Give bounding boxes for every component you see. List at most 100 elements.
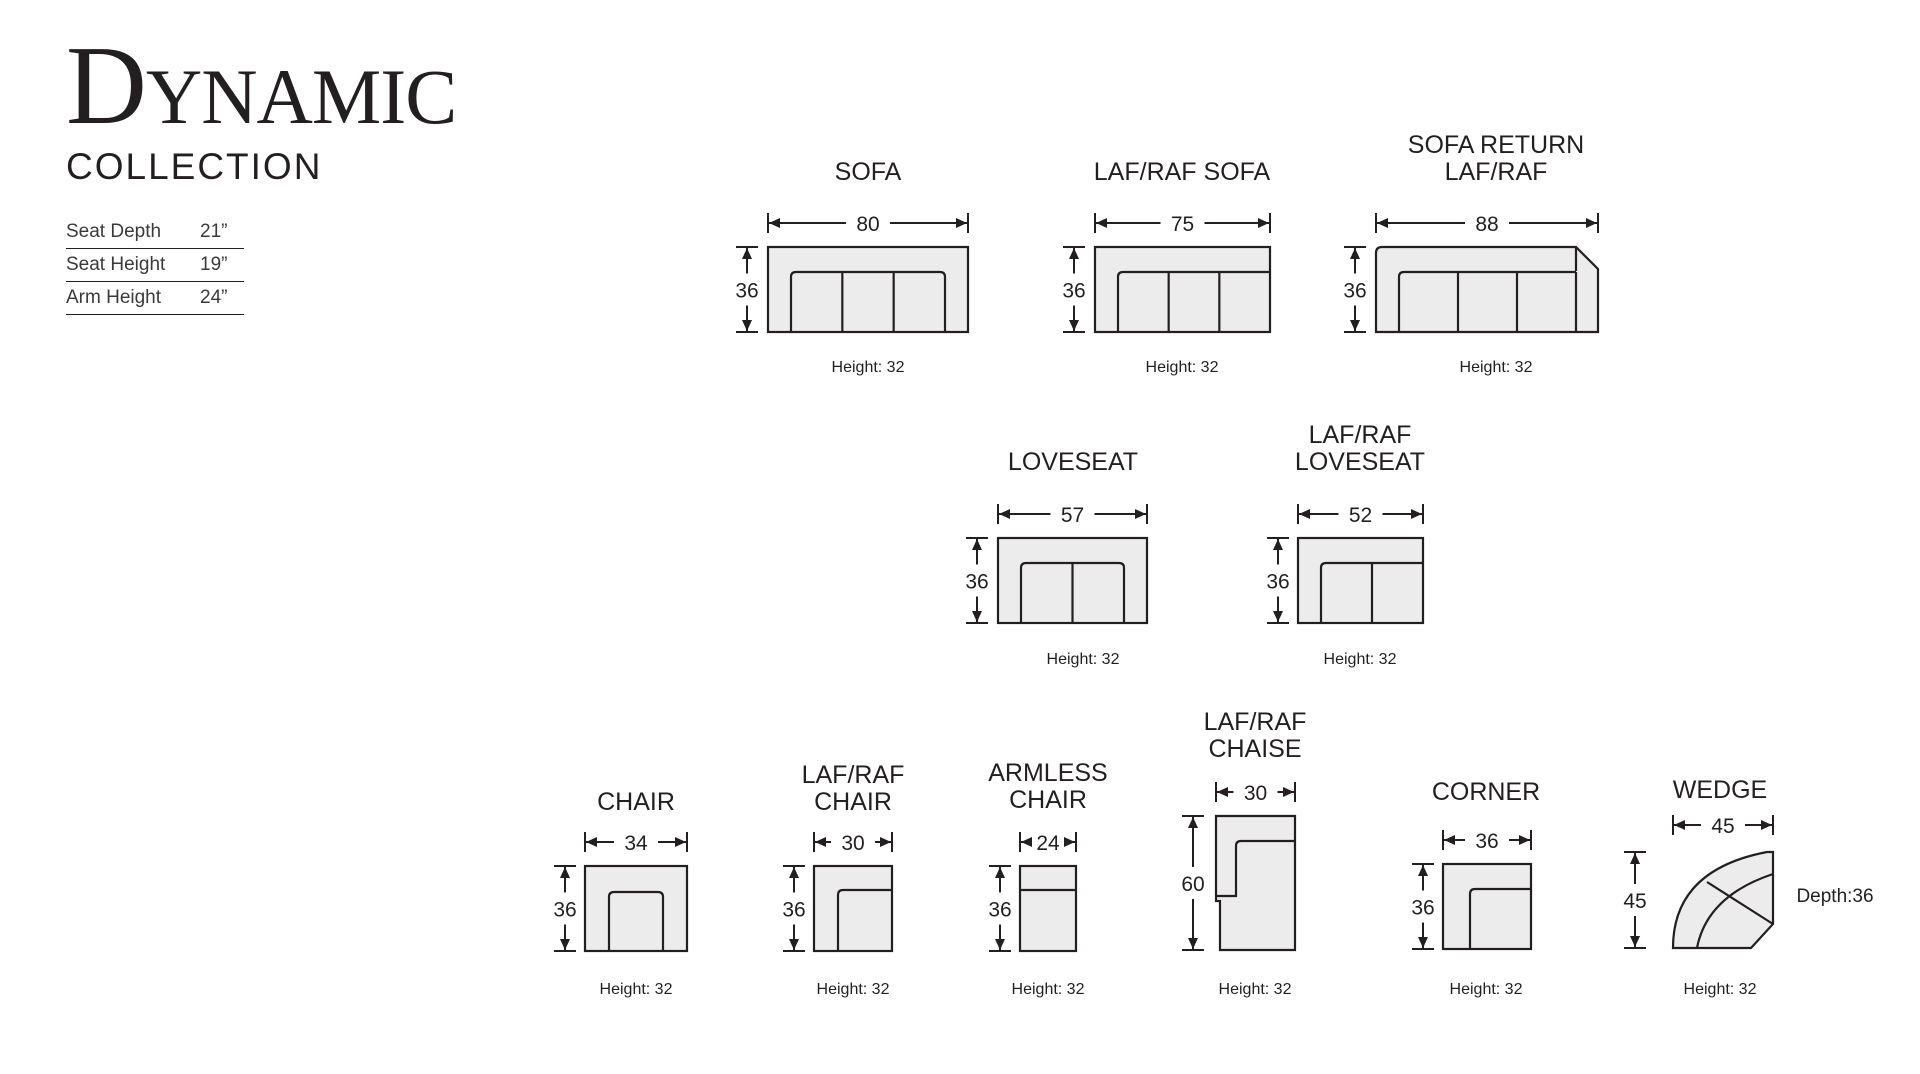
seat-back-line — [836, 888, 892, 951]
height-label: Height: 32 — [600, 981, 673, 998]
arrow-head — [742, 248, 752, 259]
arrow-head — [1418, 865, 1428, 876]
seat-back-line — [1319, 561, 1423, 623]
arrow-head — [972, 539, 982, 550]
piece-title: CHAIR — [814, 788, 892, 816]
piece-title: LAF/RAF — [802, 761, 905, 789]
piece-outline — [1671, 850, 1775, 950]
height-label: Height: 32 — [1047, 651, 1120, 668]
depth-dimension: 45 — [1623, 890, 1646, 913]
seat-back-line — [1116, 270, 1270, 332]
depth-dimension: 36 — [965, 571, 988, 594]
height-label: Height: 32 — [1219, 981, 1292, 998]
depth-dimension: 60 — [1181, 873, 1204, 896]
arrow-head — [1258, 218, 1269, 228]
piece-title: LAF/RAF — [1204, 708, 1307, 736]
arrow-head — [1188, 817, 1198, 828]
width-dimension: 36 — [1475, 830, 1498, 853]
piece-title: LAF/RAF — [1445, 158, 1548, 186]
piece-outline — [1296, 536, 1425, 625]
arrow-head — [789, 867, 799, 878]
arrow-head — [1273, 611, 1283, 622]
depth-dimension: 36 — [1343, 280, 1366, 303]
width-dimension: 30 — [841, 832, 864, 855]
height-label: Height: 32 — [1012, 981, 1085, 998]
piece-title: SOFA — [835, 158, 902, 186]
piece-title: CHAIR — [597, 788, 675, 816]
arrow-head — [560, 867, 570, 878]
height-label: Height: 32 — [1450, 981, 1523, 998]
seat-divider — [1706, 881, 1774, 925]
arrow-head — [815, 837, 826, 847]
piece-title: CORNER — [1432, 778, 1540, 806]
height-label: Height: 32 — [817, 981, 890, 998]
arrow-head — [956, 218, 967, 228]
arrow-head — [1761, 820, 1772, 830]
collection-subtitle: COLLECTION — [66, 146, 323, 187]
piece-outline — [812, 864, 894, 953]
piece-title: SOFA RETURN — [1408, 131, 1584, 159]
piece-title: CHAISE — [1208, 735, 1301, 763]
width-dimension: 52 — [1349, 504, 1372, 527]
arrow-head — [1444, 835, 1455, 845]
arrow-head — [995, 867, 1005, 878]
arrow-head — [1377, 218, 1388, 228]
width-dimension: 80 — [856, 213, 879, 236]
width-dimension: 57 — [1061, 504, 1084, 527]
height-label: Height: 32 — [832, 359, 905, 376]
spec-value: 24” — [200, 287, 228, 308]
piece-outline — [583, 864, 689, 953]
spec-row-arm-height: Arm Height 24” — [66, 282, 244, 315]
piece-outline — [1374, 245, 1600, 334]
arrow-head — [1217, 787, 1228, 797]
arrow-head — [1630, 936, 1640, 947]
piece-outline — [1441, 862, 1533, 951]
arrow-head — [1064, 837, 1075, 847]
spec-label: Seat Height — [66, 254, 166, 275]
arrow-head — [789, 939, 799, 950]
piece-title: LOVESEAT — [1008, 448, 1138, 476]
arrow-head — [1069, 248, 1079, 259]
arrow-head — [880, 837, 891, 847]
depth-dimension: 36 — [988, 899, 1011, 922]
arrow-head — [769, 218, 780, 228]
seat-back-line — [607, 890, 665, 951]
depth-dimension: 36 — [553, 899, 576, 922]
arrow-head — [1674, 820, 1685, 830]
collection-title: Dynamic — [66, 24, 457, 148]
arrow-head — [1586, 218, 1597, 228]
arrow-head — [1350, 248, 1360, 259]
width-dimension: 45 — [1711, 815, 1734, 838]
seat-back-line — [789, 270, 947, 332]
arrow-head — [1418, 937, 1428, 948]
width-dimension: 30 — [1244, 782, 1267, 805]
arrow-head — [1283, 787, 1294, 797]
spec-label: Arm Height — [66, 287, 162, 308]
height-label: Height: 32 — [1146, 359, 1219, 376]
arrow-head — [1630, 853, 1640, 864]
spec-table: Seat Depth 21” Seat Height 19” Arm Heigh… — [66, 216, 244, 315]
depth-dimension: 36 — [735, 280, 758, 303]
seat-back-line — [1695, 872, 1774, 949]
width-dimension: 24 — [1036, 832, 1060, 855]
arrow-head — [1350, 320, 1360, 331]
seat-back-line — [1397, 270, 1576, 332]
piece-outline — [766, 245, 970, 334]
arrow-head — [560, 939, 570, 950]
spec-label: Seat Depth — [66, 221, 162, 242]
wedge-depth-label: Depth:36 — [1796, 886, 1873, 907]
depth-dimension: 36 — [1266, 571, 1289, 594]
arrow-head — [1273, 539, 1283, 550]
arrow-head — [1411, 509, 1422, 519]
piece-title: LAF/RAF SOFA — [1094, 158, 1271, 186]
